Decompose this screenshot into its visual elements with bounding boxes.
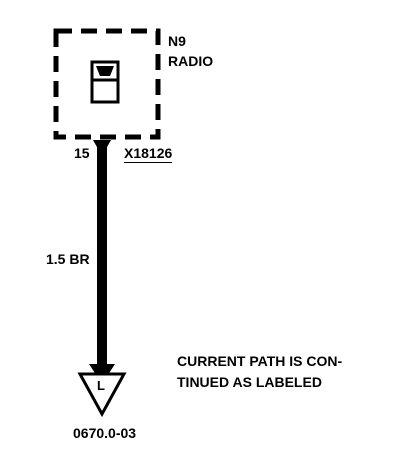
ground-symbol-ref: 0670.0-03 <box>73 425 137 441</box>
continuation-triangle-icon <box>77 372 127 418</box>
component-designation: N9 <box>168 33 186 49</box>
note-line-1: CURRENT PATH IS CON- <box>177 353 343 369</box>
connector-pin: 15 <box>74 145 90 161</box>
radio-symbol-icon <box>90 60 120 104</box>
connector-id: X18126 <box>124 145 173 163</box>
wire-line <box>97 147 107 376</box>
component-name: RADIO <box>168 53 214 69</box>
ground-symbol-letter: L <box>97 378 105 393</box>
wire-spec: 1.5 BR <box>46 251 90 267</box>
component-dashed-box <box>53 28 161 140</box>
note-line-2: TINUED AS LABELED <box>177 374 322 390</box>
